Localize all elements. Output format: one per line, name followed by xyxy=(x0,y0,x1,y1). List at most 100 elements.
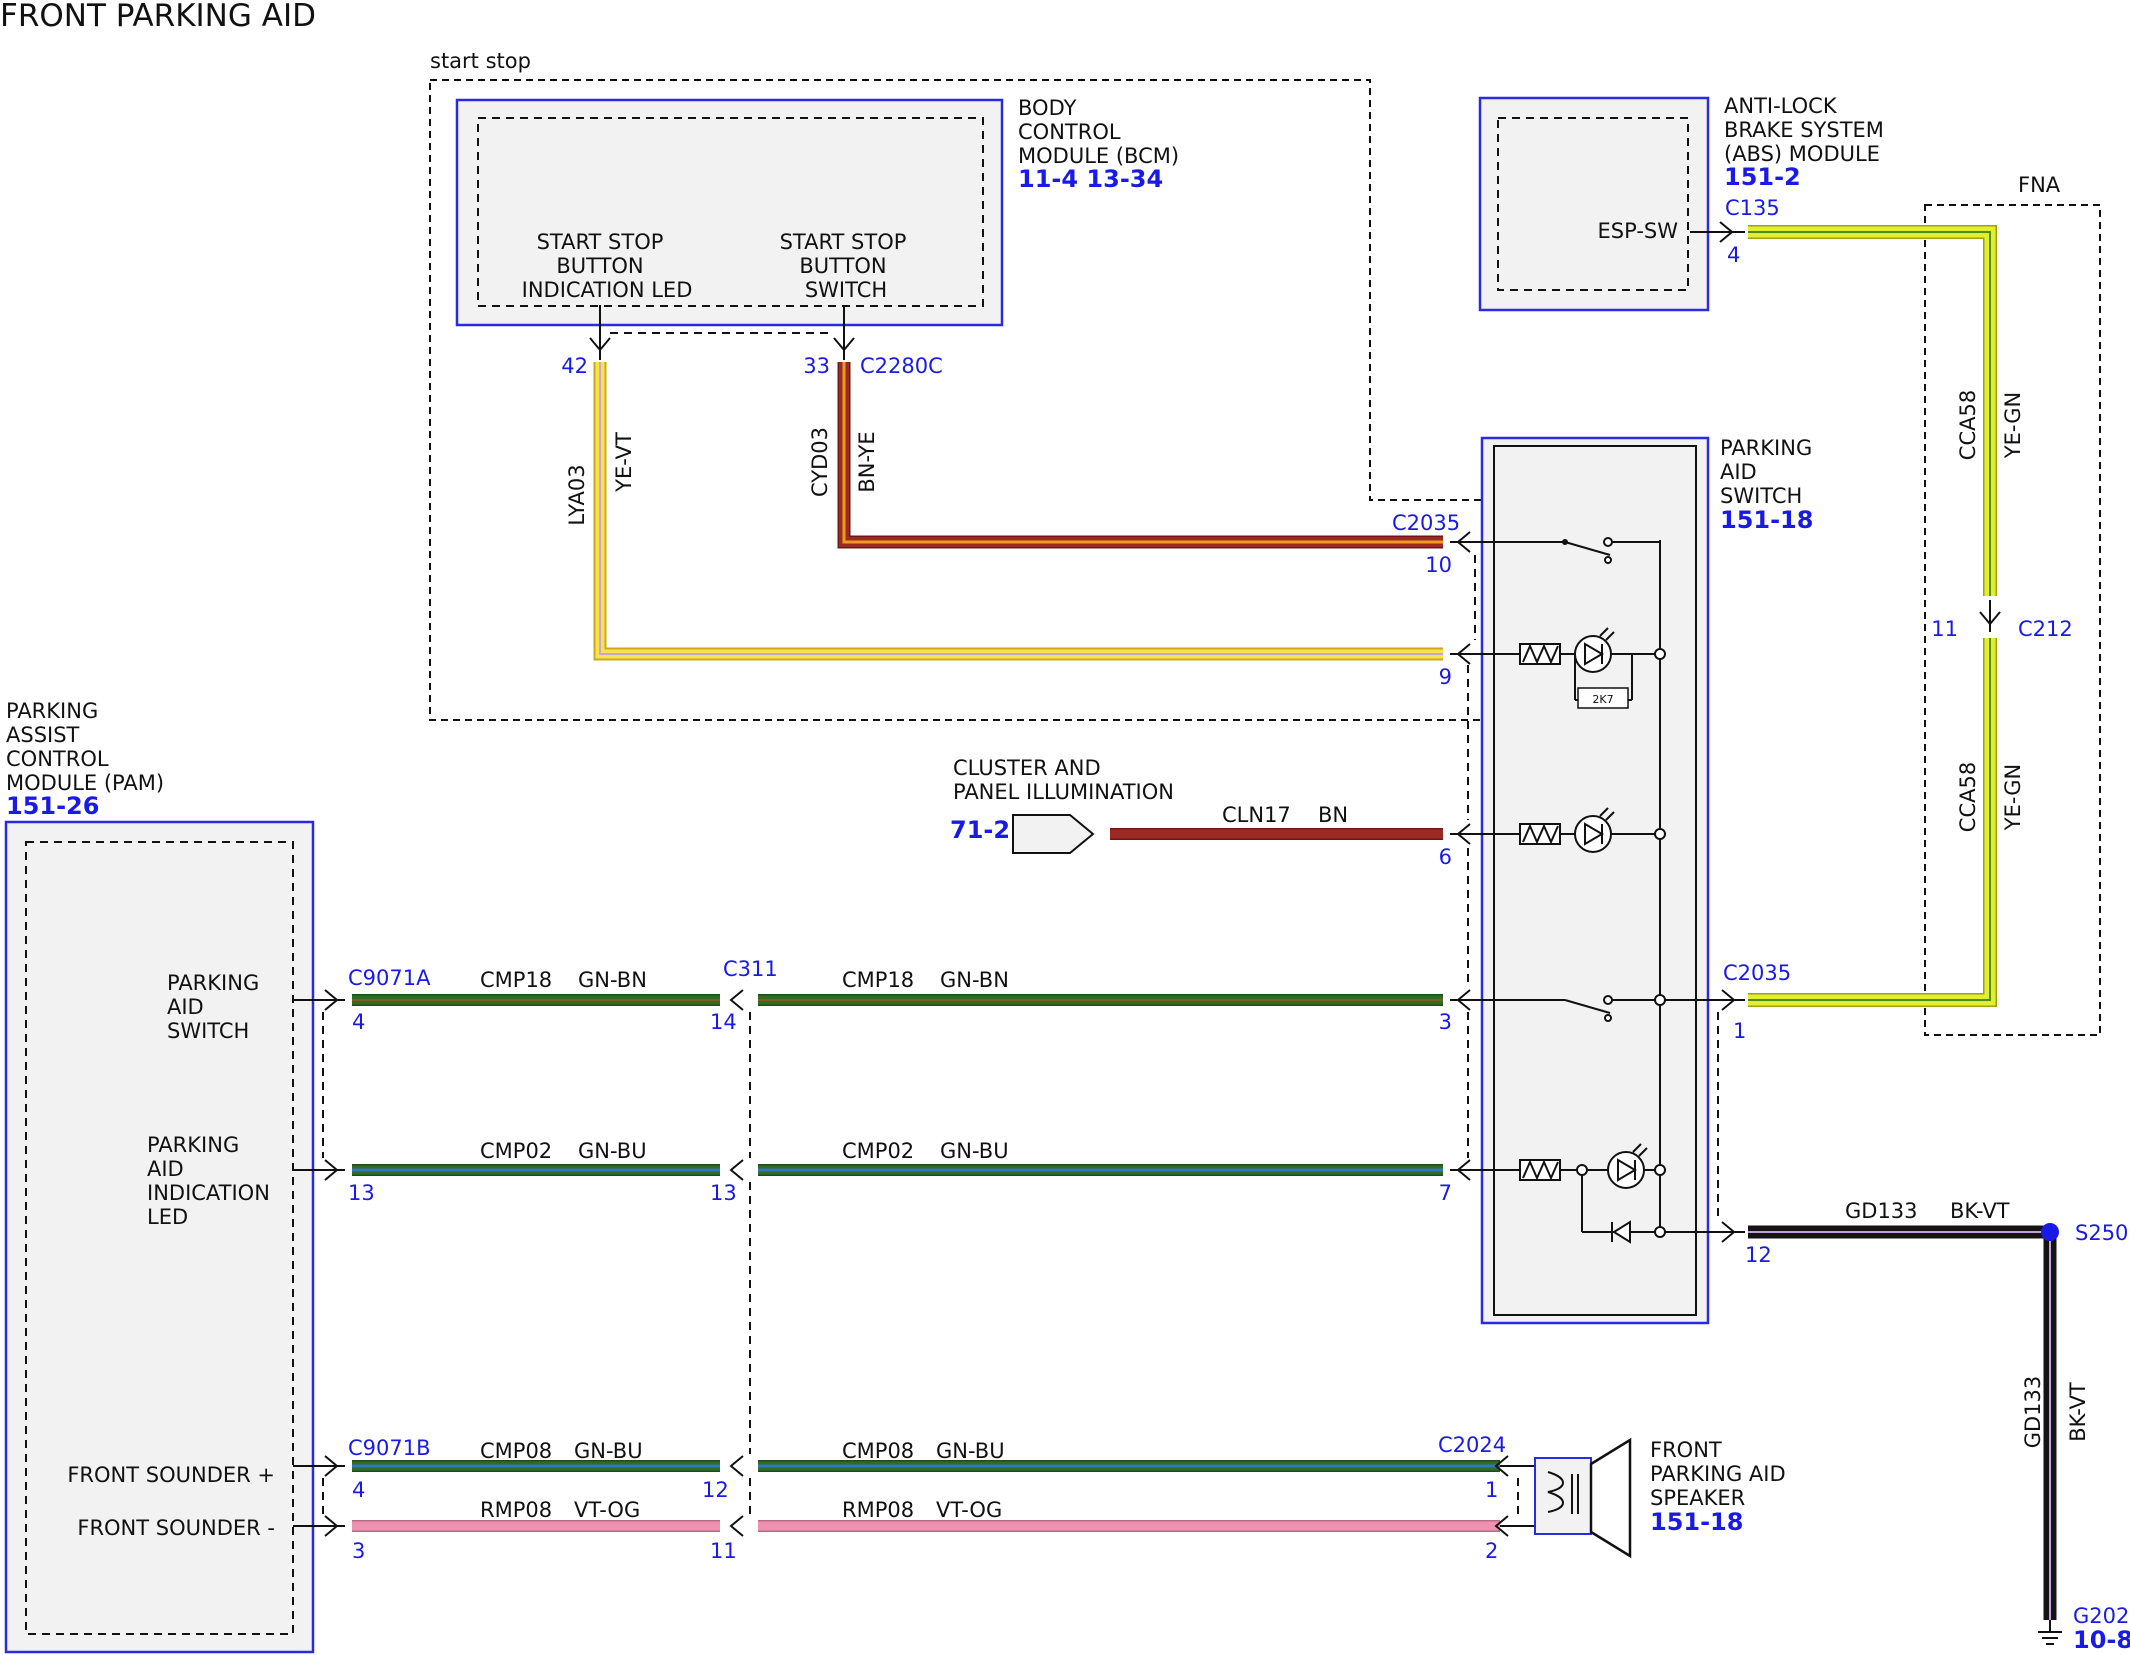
wire-lya03 xyxy=(593,362,1443,661)
switch-pin-6: 6 xyxy=(1439,845,1452,869)
pam-pin-stubs xyxy=(293,989,345,1537)
speaker-name-line3: SPEAKER xyxy=(1650,1486,1745,1510)
bcm-switch-pin-line2: BUTTON xyxy=(799,254,886,278)
bcm-name-line2: CONTROL xyxy=(1018,120,1121,144)
wire-cyd03 xyxy=(837,362,1443,549)
rmp08-color-label-right: VT-OG xyxy=(936,1498,1002,1522)
pam-connector-c9071b: C9071B xyxy=(348,1436,431,1460)
pam-connector-c9071a: C9071A xyxy=(348,966,431,990)
rmp08-circuit-label-left: RMP08 xyxy=(480,1498,552,1522)
pam-module-box xyxy=(4,820,315,1654)
pam-led-pin-line4: LED xyxy=(147,1205,188,1229)
cln17-color-label: BN xyxy=(1318,803,1348,827)
switch-ref: 151-18 xyxy=(1720,506,1813,534)
cmp02-color-label-right: GN-BU xyxy=(940,1139,1009,1163)
inline-pin-12: 12 xyxy=(702,1478,729,1502)
abs-connector-c135: C135 xyxy=(1725,196,1780,220)
inline-connector-label: C311 xyxy=(723,957,778,981)
inline-connector-c311 xyxy=(729,989,751,1537)
cmp18-circuit-label-left: CMP18 xyxy=(480,968,552,992)
switch-name-line2: AID xyxy=(1720,460,1757,484)
pam-pin-3: 3 xyxy=(352,1539,365,1563)
ground-g202-label: G202 xyxy=(2073,1604,2129,1628)
bcm-connector-c2280c: C2280C xyxy=(860,354,943,378)
pam-sounder-minus-pin: FRONT SOUNDER - xyxy=(77,1516,275,1540)
switch-name-line3: SWITCH xyxy=(1720,484,1802,508)
speaker-name-line1: FRONT xyxy=(1650,1438,1722,1462)
switch-pin-12: 12 xyxy=(1745,1243,1772,1267)
pam-sounder-plus-pin: FRONT SOUNDER + xyxy=(67,1463,275,1487)
bcm-led-pin-line2: BUTTON xyxy=(556,254,643,278)
pam-name-line2: ASSIST xyxy=(6,723,80,747)
pam-inner-outline xyxy=(25,841,294,1635)
fna-region xyxy=(1924,204,2101,1036)
bcm-led-pin-line3: INDICATION LED xyxy=(522,278,693,302)
bcm-module-box xyxy=(455,98,1004,327)
cyd03-color-label: BN-YE xyxy=(855,431,879,492)
abs-name-line1: ANTI-LOCK xyxy=(1724,94,1838,118)
cca58-color-label-upper: YE-GN xyxy=(2001,392,2025,459)
cluster-name-line2: PANEL ILLUMINATION xyxy=(953,780,1174,804)
pam-ref: 151-26 xyxy=(6,792,99,820)
c212-connector xyxy=(1979,600,2001,632)
cmp18-color-label-right: GN-BN xyxy=(940,968,1009,992)
fna-label: FNA xyxy=(2018,173,2061,197)
speaker-connector-c2024: C2024 xyxy=(1438,1433,1506,1457)
switch-name-line1: PARKING xyxy=(1720,436,1812,460)
pam-switch-pin-line3: SWITCH xyxy=(167,1019,249,1043)
abs-module-box xyxy=(1478,96,1710,312)
speaker-name-line2: PARKING AID xyxy=(1650,1462,1786,1486)
bcm-led-pin-line1: START STOP xyxy=(537,230,664,254)
cluster-ref: 71-2 xyxy=(950,816,1010,844)
c212-connector-label: C212 xyxy=(2018,617,2073,641)
page-title: FRONT PARKING AID xyxy=(0,0,316,34)
parking-aid-switch-box xyxy=(1480,436,1710,1325)
bcm-switch-pin-line1: START STOP xyxy=(780,230,907,254)
bcm-refs: 11-4 13-34 xyxy=(1018,165,1163,193)
cln17-circuit-label: CLN17 xyxy=(1222,803,1291,827)
cmp02-circuit-label-right: CMP02 xyxy=(842,1139,914,1163)
bcm-name-line3: MODULE (BCM) xyxy=(1018,144,1179,168)
abs-name-line2: BRAKE SYSTEM xyxy=(1724,118,1884,142)
cca58-color-label-lower: YE-GN xyxy=(2001,764,2025,831)
switch-pin-10: 10 xyxy=(1425,553,1452,577)
cca58-circuit-label-lower: CCA58 xyxy=(1956,762,1980,832)
speaker-ref: 151-18 xyxy=(1650,1508,1743,1536)
abs-name-line3: (ABS) MODULE xyxy=(1724,142,1880,166)
pam-pin-4a: 4 xyxy=(352,1010,365,1034)
start-stop-label: start stop xyxy=(430,49,531,73)
bcm-switch-pin-line3: SWITCH xyxy=(805,278,887,302)
cmp08-circuit-label-right: CMP08 xyxy=(842,1439,914,1463)
switch-pin-3: 3 xyxy=(1439,1010,1452,1034)
switch-connector-right: C2035 xyxy=(1723,961,1791,985)
rmp08-circuit-label-right: RMP08 xyxy=(842,1498,914,1522)
pam-led-pin-line3: INDICATION xyxy=(147,1181,270,1205)
wire-cca58 xyxy=(1748,225,1997,1007)
switch-connector-top: C2035 xyxy=(1392,511,1460,535)
cmp08-circuit-label-left: CMP08 xyxy=(480,1439,552,1463)
abs-inner-outline xyxy=(1497,117,1689,291)
gd133-circuit-label-vertical: GD133 xyxy=(2021,1376,2045,1449)
inline-pin-11: 11 xyxy=(710,1539,737,1563)
cluster-name-line1: CLUSTER AND xyxy=(953,756,1101,780)
bcm-pin-42: 42 xyxy=(561,354,588,378)
inline-pin-13: 13 xyxy=(710,1181,737,1205)
abs-pin-4: 4 xyxy=(1727,243,1740,267)
wire-gd133 xyxy=(1748,1225,2057,1620)
abs-pin-esp-sw: ESP-SW xyxy=(1598,219,1679,243)
c212-pin-11: 11 xyxy=(1931,617,1958,641)
ground-symbol xyxy=(2038,1620,2062,1645)
pam-led-pin-line2: AID xyxy=(147,1157,184,1181)
pam-pin-13: 13 xyxy=(348,1181,375,1205)
cmp02-color-label-left: GN-BU xyxy=(578,1139,647,1163)
cca58-circuit-label-upper: CCA58 xyxy=(1956,390,1980,460)
speaker-pin-2: 2 xyxy=(1485,1539,1498,1563)
cmp08-color-label-right: GN-BU xyxy=(936,1439,1005,1463)
switch-pin-9: 9 xyxy=(1439,665,1452,689)
cmp18-color-label-left: GN-BN xyxy=(578,968,647,992)
pam-name-line3: CONTROL xyxy=(6,747,109,771)
inline-pin-14: 14 xyxy=(710,1010,737,1034)
pam-name-line1: PARKING xyxy=(6,699,98,723)
abs-ref: 151-2 xyxy=(1724,163,1801,191)
